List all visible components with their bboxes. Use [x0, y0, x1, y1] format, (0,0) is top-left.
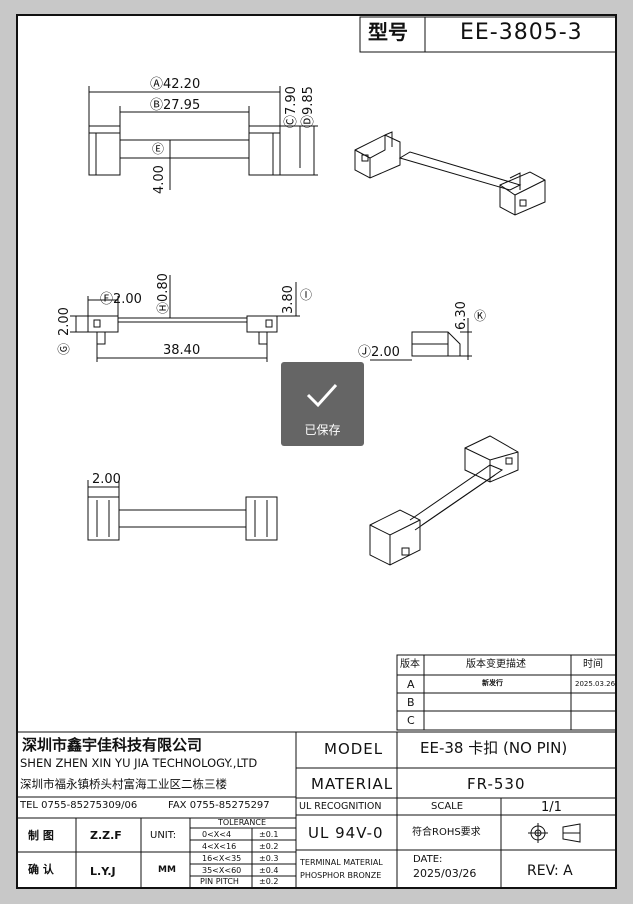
date-value: 2025/03/26 [413, 867, 477, 880]
dim-k: 6.30 [454, 301, 469, 330]
tolerance-title: TOLERANCE [218, 818, 267, 827]
terminal-value: PHOSPHOR BRONZE [300, 871, 382, 880]
front-view [70, 275, 300, 362]
terminal-label: TERMINAL MATERIAL [300, 858, 383, 867]
dim-h: 0.80 [156, 273, 171, 302]
dim-c: Ⓒ7.90 [284, 86, 299, 128]
material-label: MATERIAL [311, 775, 394, 793]
drawn-label: 制 图 [28, 829, 54, 842]
company-tel: TEL 0755-85275309/06 [20, 800, 138, 811]
rev-header-version: 版本 [400, 659, 420, 670]
dim-j: Ⓙ2.00 [358, 345, 400, 360]
scale-label: SCALE [431, 801, 464, 812]
dim-e: 4.00 [152, 165, 167, 194]
rohs-note: 符合ROHS要求 [412, 827, 481, 838]
dim-a: Ⓐ42.20 [150, 77, 201, 92]
company-name-cn: 深圳市鑫宇佳科技有限公司 [22, 736, 203, 754]
rev-row-c: C [407, 714, 415, 727]
revision-value: REV: A [527, 863, 573, 879]
ul-label: UL RECOGNITION [299, 801, 382, 812]
rev-row-a-desc: 新发行 [482, 679, 503, 687]
dim-e-mark: Ⓔ [152, 142, 165, 156]
tolerance-range-3: 16<X<35 [202, 854, 242, 863]
model-field-value: EE-38 卡扣 (NO PIN) [420, 739, 568, 757]
rev-row-a: A [407, 678, 415, 691]
date-label: DATE: [413, 854, 443, 865]
title-block-lines [16, 731, 616, 888]
ul-value: UL 94V-0 [308, 824, 384, 842]
company-fax: FAX 0755-85275297 [168, 800, 270, 811]
unit-value: MM [158, 865, 176, 875]
dim-g: 2.00 [57, 307, 72, 336]
tolerance-range-2: 4<X<16 [202, 842, 237, 851]
rev-row-a-date: 2025.03.26 [575, 680, 616, 688]
rev-row-b: B [407, 696, 415, 709]
tolerance-value-4: ±0.4 [259, 866, 279, 875]
company-name-en: SHEN ZHEN XIN YU JIA TECHNOLOGY.,LTD [20, 756, 258, 770]
title-box-frame [359, 16, 617, 53]
dim-length: 38.40 [163, 343, 201, 358]
model-field-label: MODEL [324, 740, 384, 758]
model-label: 型号 [368, 20, 408, 44]
tolerance-value-5: ±0.2 [259, 877, 279, 886]
checkmark-icon [306, 383, 338, 408]
tolerance-range-1: 0<X<4 [202, 830, 232, 839]
company-address: 深圳市福永镇桥头村富海工业区二栋三楼 [20, 777, 227, 791]
tolerance-value-1: ±0.1 [259, 830, 279, 839]
tolerance-value-2: ±0.2 [259, 842, 279, 851]
tolerance-range-5: PIN PITCH [200, 877, 239, 886]
side-view [370, 318, 472, 361]
dim-i: 3.80 [281, 285, 296, 314]
drawn-by: Z.Z.F [90, 829, 122, 842]
dim-b: Ⓑ27.95 [150, 98, 201, 113]
dim-g-mark: Ⓖ [57, 342, 71, 355]
checked-label: 确 认 [28, 863, 54, 876]
tolerance-range-4: 35<X<60 [202, 866, 242, 875]
dim-f: Ⓕ2.00 [100, 292, 142, 307]
dim-d: Ⓓ9.85 [301, 86, 316, 128]
top-view [88, 86, 318, 190]
revision-table-lines [396, 654, 617, 731]
bottom-view [87, 480, 278, 541]
tolerance-value-3: ±0.3 [259, 854, 279, 863]
dim-k-mark: Ⓚ [474, 309, 487, 323]
checked-by: L.Y.J [90, 865, 116, 878]
material-value: FR-530 [467, 775, 526, 793]
rev-header-time: 时间 [583, 659, 603, 670]
dim-h-mark: Ⓗ [156, 301, 170, 314]
model-number: EE-3805-3 [460, 20, 583, 45]
isometric-view-1 [354, 131, 546, 216]
scale-value: 1/1 [541, 800, 562, 815]
dim-top-width: 2.00 [92, 472, 121, 487]
saved-toast: 已保存 [281, 362, 364, 446]
rev-header-desc: 版本变更描述 [466, 659, 526, 670]
dim-i-mark: Ⓘ [300, 288, 313, 302]
toast-message: 已保存 [304, 423, 341, 437]
unit-label: UNIT: [150, 830, 177, 841]
projection-symbol [528, 823, 581, 843]
isometric-view-2 [369, 435, 519, 566]
